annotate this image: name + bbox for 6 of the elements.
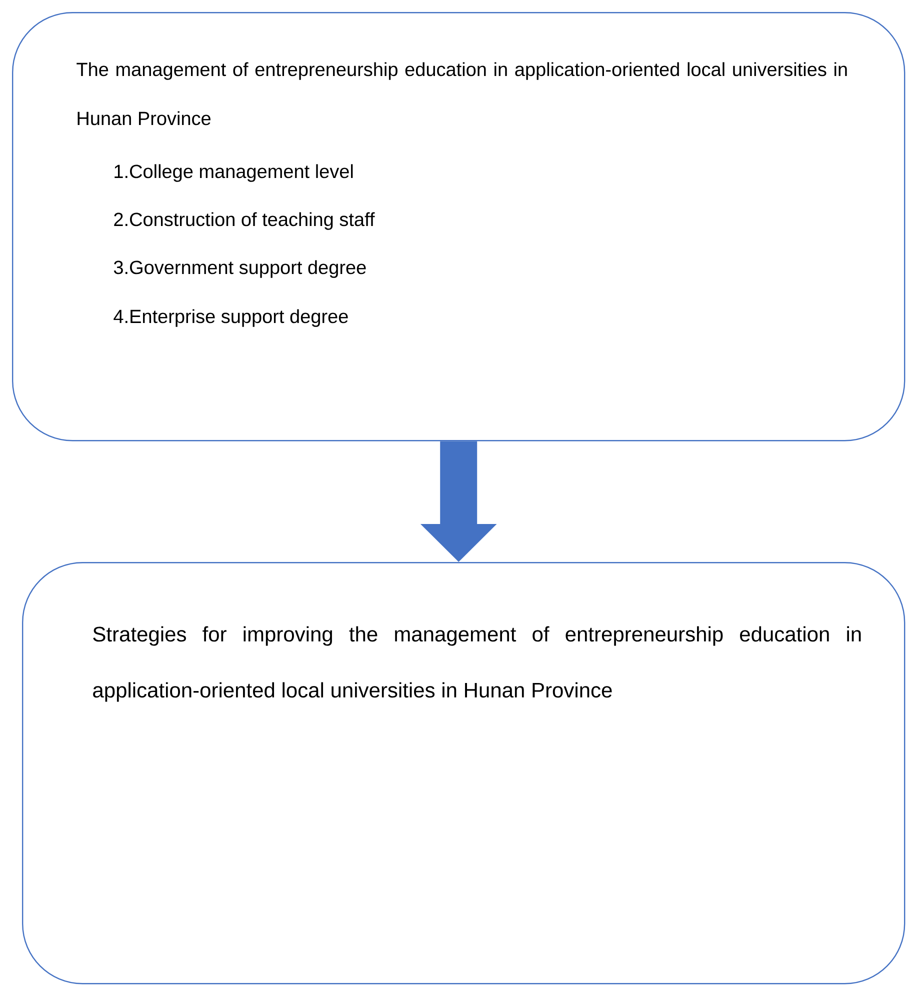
list-item: 2.Construction of teaching staff — [114, 212, 375, 230]
list-item: 4.Enterprise support degree — [114, 309, 348, 327]
list-item: 3.Government support degree — [114, 260, 366, 278]
list-item: 1.College management level — [114, 164, 353, 182]
paragraph: Strategies for improving the management of entrepreneurship education in application-oriented local universities in Hunan Province — [93, 626, 861, 702]
paragraph: The management of entrepreneurship education in application-oriented local universities in Hunan Province — [76, 62, 847, 126]
